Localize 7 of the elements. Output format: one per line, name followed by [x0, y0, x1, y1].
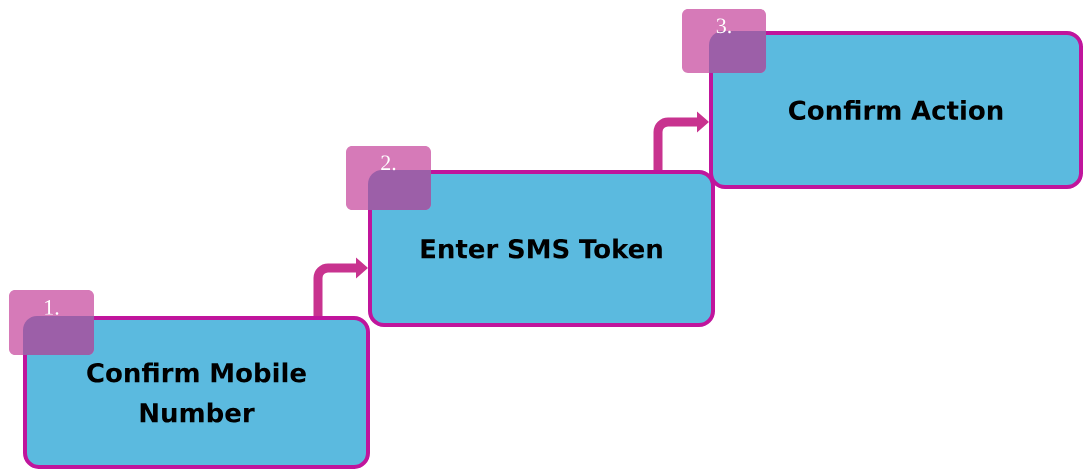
step-box: Confirm Mobile Number: [23, 316, 370, 469]
arrow: [313, 257, 368, 316]
arrow: [653, 111, 709, 170]
step-number: 1.: [9, 290, 94, 355]
step-number: 2.: [346, 146, 431, 210]
step-number: 3.: [682, 9, 766, 73]
step-box: Enter SMS Token: [368, 170, 715, 327]
